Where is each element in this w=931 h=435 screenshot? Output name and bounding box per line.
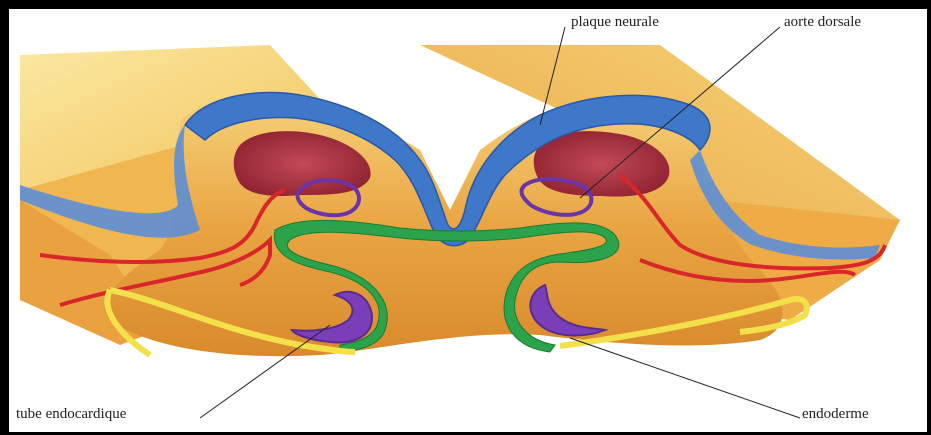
label-plaque-neurale: plaque neurale <box>571 14 659 31</box>
label-endoderme: endoderme <box>802 406 869 423</box>
label-aorte-dorsale: aorte dorsale <box>784 14 861 31</box>
label-tube-endocardique: tube endocardique <box>16 406 126 423</box>
